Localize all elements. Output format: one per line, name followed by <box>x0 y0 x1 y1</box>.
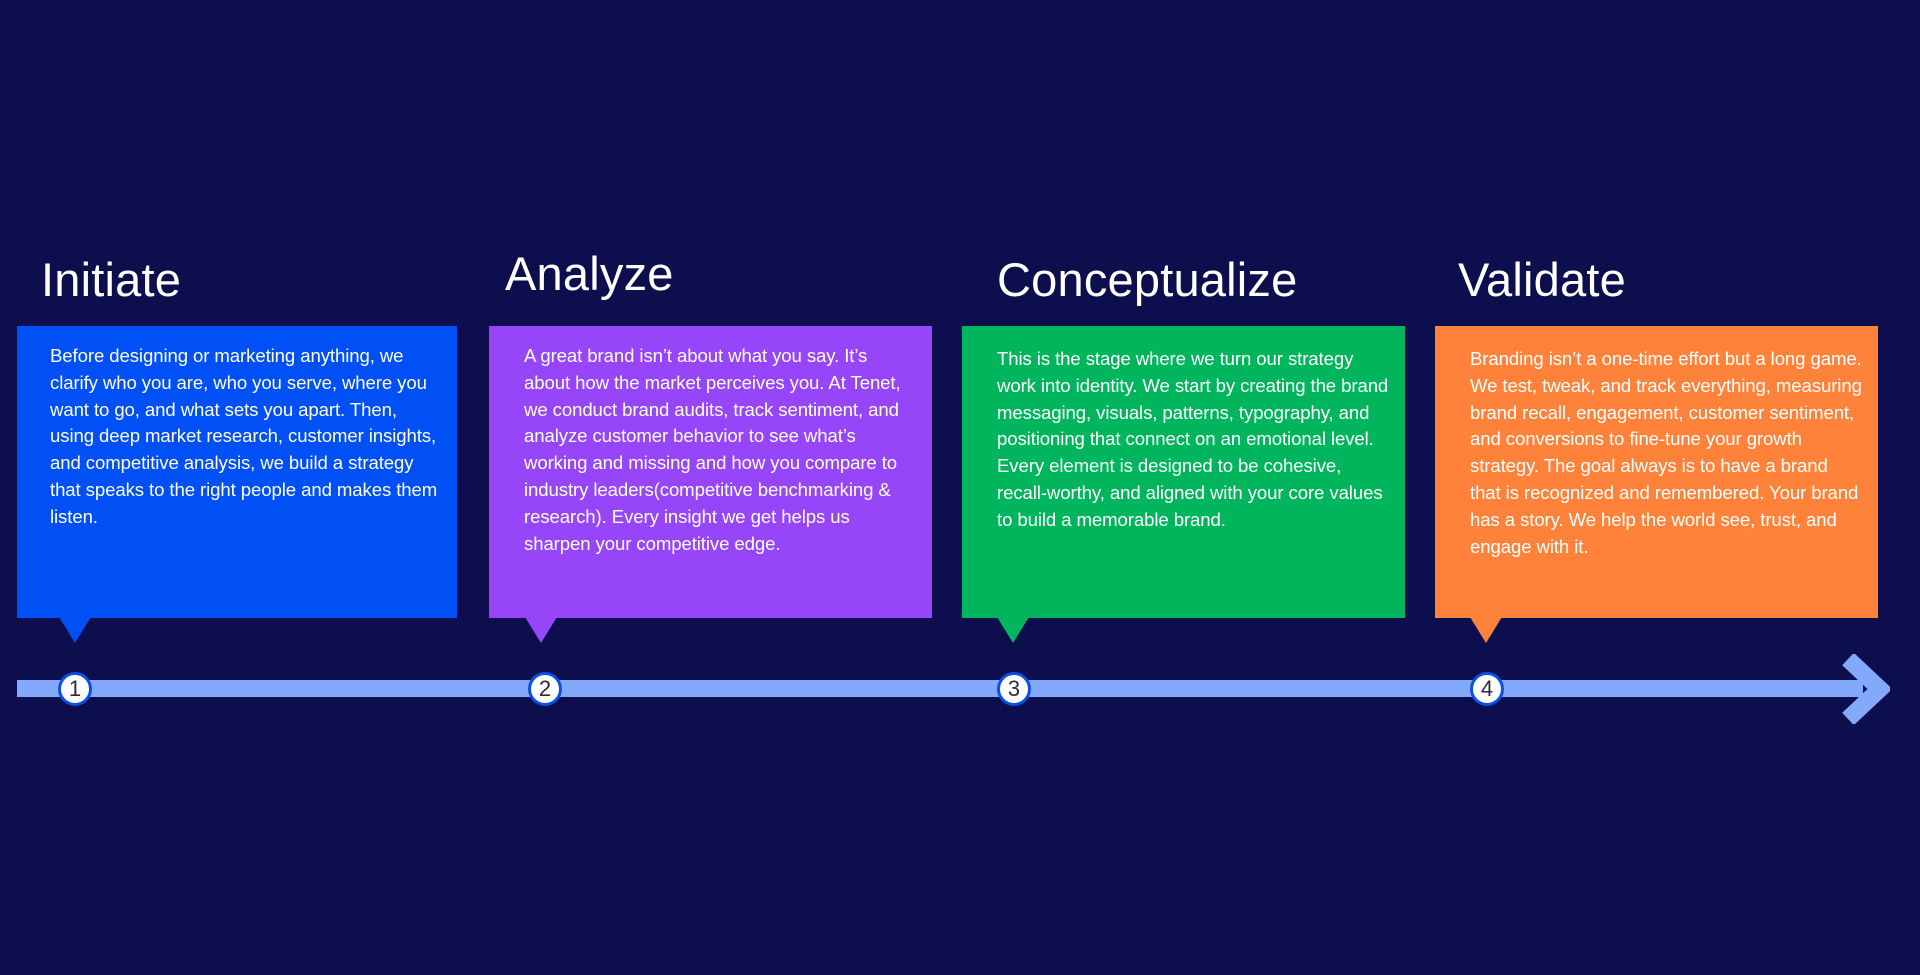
stage-card-conceptualize: This is the stage where we turn our stra… <box>962 326 1405 618</box>
stage-title-validate: Validate <box>1458 253 1626 306</box>
stage-card-initiate: Before designing or marketing anything, … <box>17 326 457 618</box>
pointer-analyze <box>525 617 557 643</box>
step-marker-2: 2 <box>528 672 562 706</box>
stage-title-conceptualize: Conceptualize <box>997 253 1298 306</box>
arrow-right-icon <box>1842 654 1890 724</box>
stage-description-analyze: A great brand isn’t about what you say. … <box>524 345 901 554</box>
stage-card-validate: Branding isn’t a one-time effort but a l… <box>1435 326 1878 618</box>
stage-card-analyze: A great brand isn’t about what you say. … <box>489 326 932 618</box>
stage-description-conceptualize: This is the stage where we turn our stra… <box>997 348 1389 530</box>
pointer-initiate <box>59 617 91 643</box>
stage-description-validate: Branding isn’t a one-time effort but a l… <box>1470 348 1862 557</box>
stage-title-analyze: Analyze <box>505 247 674 300</box>
pointer-conceptualize <box>997 617 1029 643</box>
stage-description-initiate: Before designing or marketing anything, … <box>50 345 438 527</box>
step-marker-4: 4 <box>1470 672 1504 706</box>
stage-title-initiate: Initiate <box>41 253 182 306</box>
step-marker-3: 3 <box>997 672 1031 706</box>
step-marker-1: 1 <box>58 672 92 706</box>
pointer-validate <box>1470 617 1502 643</box>
timeline-bar <box>17 680 1863 697</box>
